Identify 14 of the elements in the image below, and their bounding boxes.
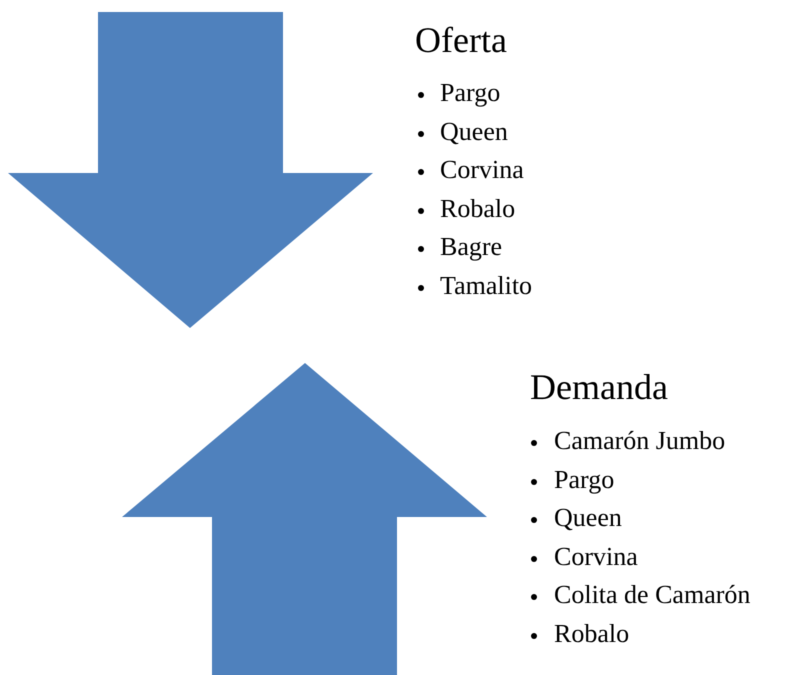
section-heading: Demanda bbox=[530, 367, 668, 407]
list-item: Camarón Jumbo bbox=[554, 426, 726, 456]
list-item: Queen bbox=[554, 503, 622, 534]
section-heading: Oferta bbox=[415, 20, 507, 60]
list-item: Colita de Camarón bbox=[554, 580, 750, 610]
list-item: Tamalito bbox=[440, 271, 532, 301]
list-item: Pargo bbox=[440, 78, 500, 108]
list-item: Corvina bbox=[440, 155, 524, 186]
list-item: Pargo bbox=[554, 464, 614, 495]
list-item: Robalo bbox=[440, 194, 516, 224]
list-item: Corvina bbox=[554, 542, 638, 572]
list-item: Queen bbox=[440, 116, 508, 147]
list-item: Bagre bbox=[440, 232, 502, 262]
list-item: Robalo bbox=[554, 619, 630, 649]
